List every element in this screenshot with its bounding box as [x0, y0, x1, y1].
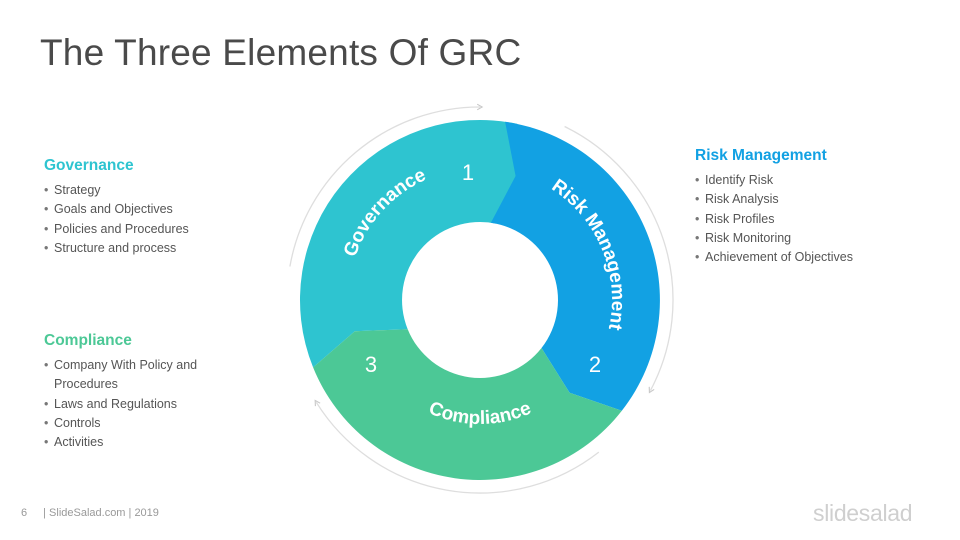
list-item: Strategy: [44, 181, 264, 201]
compliance-list: Company With Policy and Procedures Laws …: [44, 356, 234, 453]
list-item: Risk Profiles: [695, 210, 925, 230]
governance-heading: Governance: [44, 157, 134, 174]
governance-number: 1: [462, 160, 474, 185]
compliance-number: 3: [365, 352, 377, 377]
slide-title: The Three Elements Of GRC: [40, 32, 522, 73]
list-item: Laws and Regulations: [44, 395, 234, 415]
risk-management-list: Identify Risk Risk Analysis Risk Profile…: [695, 171, 925, 268]
governance-block: Governance Strategy Goals and Objectives…: [44, 157, 264, 258]
list-item: Risk Monitoring: [695, 229, 925, 249]
risk-management-segment: [490, 121, 660, 411]
footer: 6 | SlideSalad.com | 2019: [21, 507, 159, 519]
page-number: 6: [21, 507, 28, 519]
ring-arc: [314, 399, 600, 494]
outer-ring: [289, 103, 674, 494]
list-item: Goals and Objectives: [44, 200, 264, 220]
compliance-segment: [313, 329, 622, 480]
risk-management-heading: Risk Management: [695, 147, 827, 164]
risk-management-block: Risk Management Identify Risk Risk Analy…: [695, 147, 925, 268]
list-item: Activities: [44, 433, 234, 453]
brand-logo: slidesalad: [813, 500, 913, 526]
list-item: Policies and Procedures: [44, 220, 264, 240]
ring-arc: [564, 125, 674, 394]
list-item: Structure and process: [44, 239, 264, 259]
list-item: Identify Risk: [695, 171, 925, 191]
compliance-heading: Compliance: [44, 332, 132, 349]
list-item: Risk Analysis: [695, 190, 925, 210]
ring-arc: [289, 103, 484, 267]
footer-credit: | SlideSalad.com | 2019: [43, 507, 159, 519]
governance-list: Strategy Goals and Objectives Policies a…: [44, 181, 264, 258]
list-item: Company With Policy and Procedures: [44, 356, 234, 395]
governance-segment: [299, 119, 525, 368]
compliance-block: Compliance Company With Policy and Proce…: [44, 332, 234, 453]
risk-management-number: 2: [589, 352, 601, 377]
list-item: Achievement of Objectives: [695, 248, 925, 268]
list-item: Controls: [44, 414, 234, 434]
